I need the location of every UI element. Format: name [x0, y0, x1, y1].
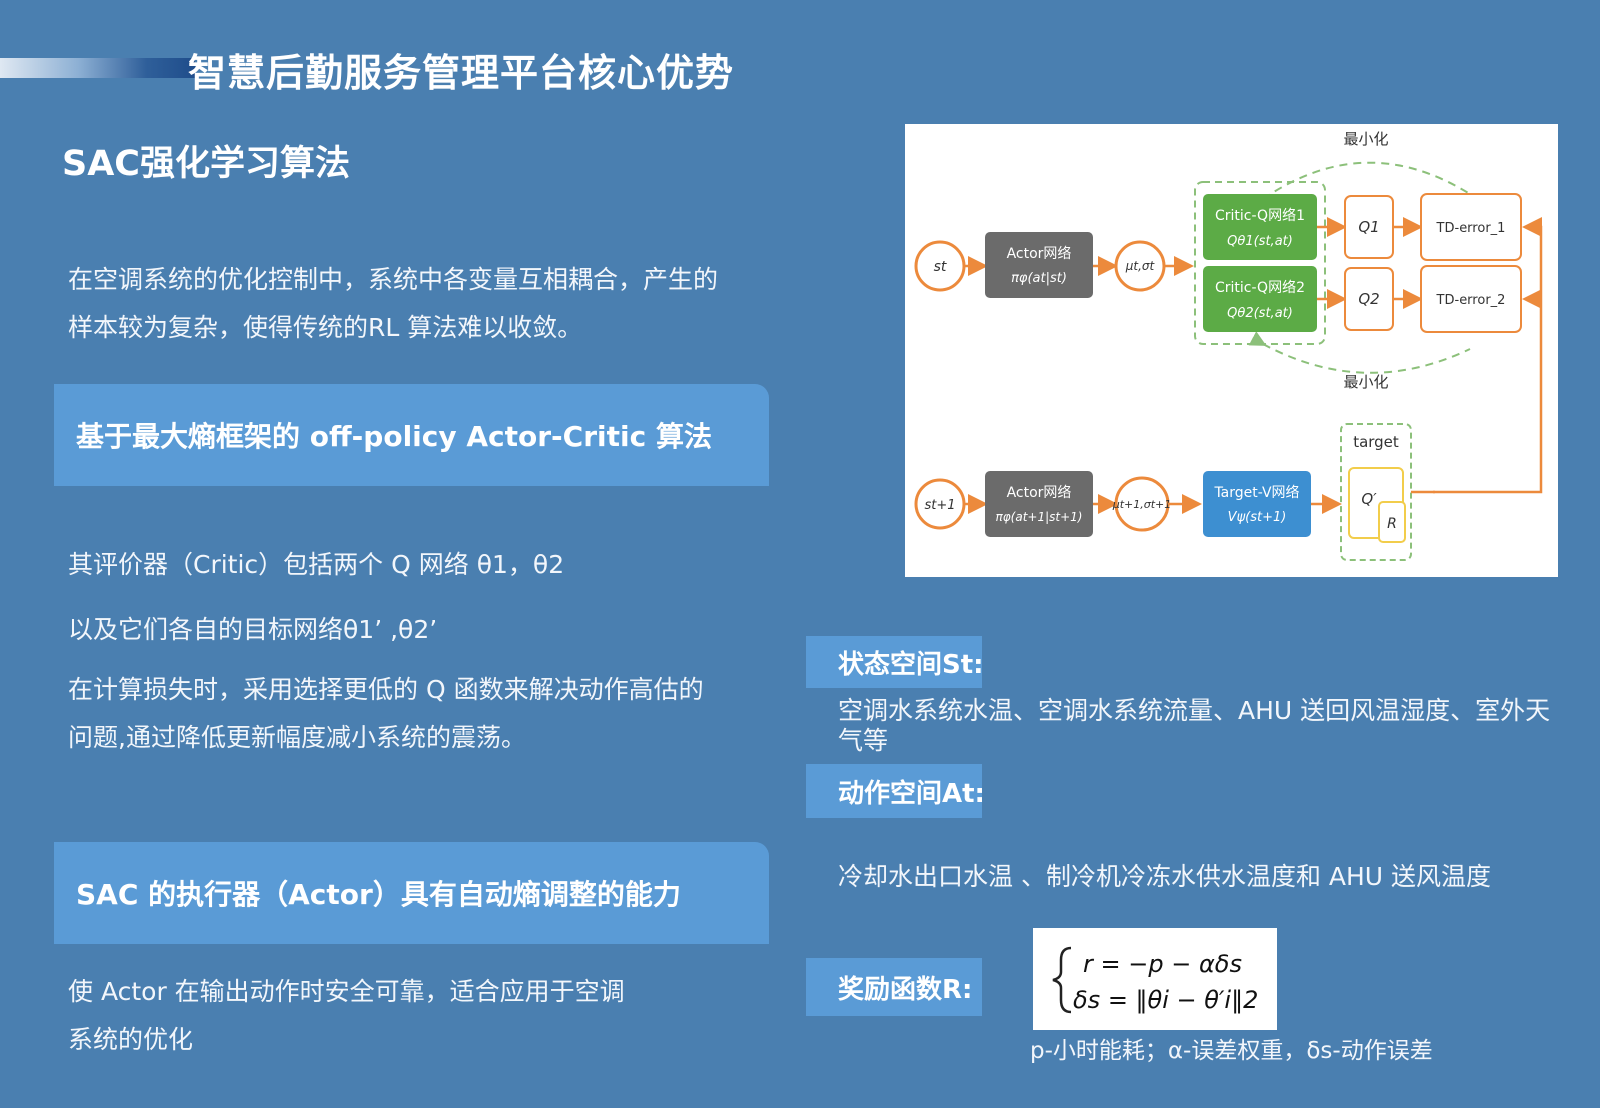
- target-v-line1: Target-V网络: [1213, 485, 1299, 501]
- feature-band-offpolicy-label: 基于最大熵框架的 off-policy Actor-Critic 算法: [76, 420, 712, 453]
- action-space-tag: 动作空间At:: [806, 764, 985, 818]
- actor-network-line1: Actor网络: [1007, 246, 1072, 262]
- section-title: SAC强化学习算法: [62, 144, 350, 184]
- feature-band-offpolicy: 基于最大熵框架的 off-policy Actor-Critic 算法: [54, 384, 769, 486]
- td-error-1-label: TD-error_1: [1436, 221, 1506, 236]
- critic-line-3: 在计算损失时，采用选择更低的 Q 函数来解决动作高估的: [68, 675, 704, 704]
- target-label: target: [1353, 433, 1399, 451]
- min-arc-bottom: [1248, 331, 1471, 374]
- next-state-label: st+1: [924, 498, 955, 513]
- actor-line-2: 系统的优化: [68, 1025, 194, 1054]
- sac-diagram-svg: 最小化 最小化 st Actor网络 πφ(at|st) μt,σt Criti…: [914, 130, 1543, 561]
- critic-line-2: 以及它们各自的目标网络θ1’ ,θ2’: [68, 615, 438, 644]
- reward-box: [1378, 501, 1406, 543]
- critic2-line2: Qθ2(st,at): [1227, 306, 1293, 321]
- reward-function-tag: 奖励函数R:: [806, 958, 982, 1016]
- critic-line-4: 问题,通过降低更新幅度减小系统的震荡。: [68, 723, 526, 752]
- state-space-line-1: 空调水系统水温、空调水系统流量、AHU 送回风温湿度、室外天: [838, 696, 1551, 725]
- min-label-top: 最小化: [1343, 130, 1388, 148]
- intro-line-1: 在空调系统的优化控制中，系统中各变量互相耦合，产生的: [68, 265, 719, 294]
- reward-formula-box: r = −p − αδs δs = ‖θi − θ′i‖2: [1033, 928, 1277, 1030]
- mu-sigma-label: μt,σt: [1125, 259, 1156, 273]
- feedback-line-td1: [1433, 217, 1543, 494]
- critic1-box: [1203, 194, 1317, 260]
- target-v-box: [1203, 471, 1311, 537]
- feature-band-actor: SAC 的执行器（Actor）具有自动熵调整的能力: [54, 842, 769, 944]
- state-space-label: 状态空间St:: [838, 649, 984, 680]
- state-space-tag: 状态空间St:: [806, 636, 984, 688]
- critic-text: 其评价器（Critic）包括两个 Q 网络 θ1，θ2: [68, 541, 564, 589]
- reward-note: p-小时能耗；α-误差权重，δs-动作误差: [1030, 1038, 1433, 1064]
- formula-line-1: r = −p − αδs: [1083, 950, 1242, 978]
- reward-formula-svg: r = −p − αδs δs = ‖θi − θ′i‖2: [1052, 946, 1258, 1014]
- critic1-line1: Critic-Q网络1: [1215, 208, 1305, 224]
- formula-brace: [1052, 946, 1072, 1014]
- q-prime-label: Q′: [1361, 490, 1377, 508]
- formula-line-2: δs = ‖θi − θ′i‖2: [1073, 986, 1258, 1014]
- min-arc-top: [1248, 161, 1471, 213]
- td-error-1-box: [1420, 193, 1522, 261]
- sac-architecture-diagram: 最小化 最小化 st Actor网络 πφ(at|st) μt,σt Criti…: [905, 124, 1558, 577]
- state-node-label: st: [934, 259, 947, 275]
- td-error-2-box: [1420, 265, 1522, 333]
- critic-group-outline: [1194, 181, 1326, 345]
- q2-label: Q2: [1358, 290, 1379, 308]
- reward-label: R: [1387, 516, 1397, 532]
- critic-line-1: 其评价器（Critic）包括两个 Q 网络 θ1，θ2: [68, 550, 565, 579]
- critic1-line2: Qθ1(st,at): [1227, 234, 1293, 249]
- q1-label: Q1: [1358, 218, 1379, 236]
- state-space-line-2: 气等: [838, 726, 889, 755]
- page-title: 智慧后勤服务管理平台核心优势: [188, 51, 735, 95]
- feature-band-actor-label: SAC 的执行器（Actor）具有自动熵调整的能力: [76, 878, 681, 911]
- critic-text-3: 在计算损失时，采用选择更低的 Q 函数来解决动作高估的 问题,通过降低更新幅度减…: [68, 666, 704, 762]
- actor-line-1: 使 Actor 在输出动作时安全可靠，适合应用于空调: [68, 977, 625, 1006]
- intro-line-2: 样本较为复杂，使得传统的RL 算法难以收敛。: [68, 313, 583, 342]
- intro-text: 在空调系统的优化控制中，系统中各变量互相耦合，产生的 样本较为复杂，使得传统的R…: [68, 256, 718, 352]
- actor-network-2-line1: Actor网络: [1007, 485, 1072, 501]
- target-v-line2: Vψ(st+1): [1228, 510, 1287, 525]
- critic-text-2: 以及它们各自的目标网络θ1’ ,θ2’: [68, 606, 437, 654]
- reward-function-label: 奖励函数R:: [838, 974, 973, 1005]
- actor-network-box: [985, 232, 1093, 298]
- actor-text: 使 Actor 在输出动作时安全可靠，适合应用于空调 系统的优化: [68, 968, 625, 1064]
- action-space-text: 冷却水出口水温 、制冷机冷冻水供水温度和 AHU 送风温度: [838, 862, 1492, 891]
- critic2-box: [1203, 266, 1317, 332]
- td-error-2-label: TD-error_2: [1436, 293, 1506, 308]
- actor-network-2-line2: πφ(at+1|st+1): [996, 510, 1083, 524]
- action-space-label: 动作空间At:: [838, 778, 985, 809]
- actor-network-line2: πφ(at|st): [1011, 271, 1067, 286]
- title-accent-bar: [0, 58, 195, 78]
- critic2-line1: Critic-Q网络2: [1215, 280, 1305, 296]
- actor-network-2-box: [985, 471, 1093, 537]
- min-label-bottom: 最小化: [1343, 373, 1388, 391]
- mu-sigma-next-label: μt+1,σt+1: [1112, 498, 1172, 511]
- state-space-text: 空调水系统水温、空调水系统流量、AHU 送回风温湿度、室外天 气等: [838, 696, 1598, 756]
